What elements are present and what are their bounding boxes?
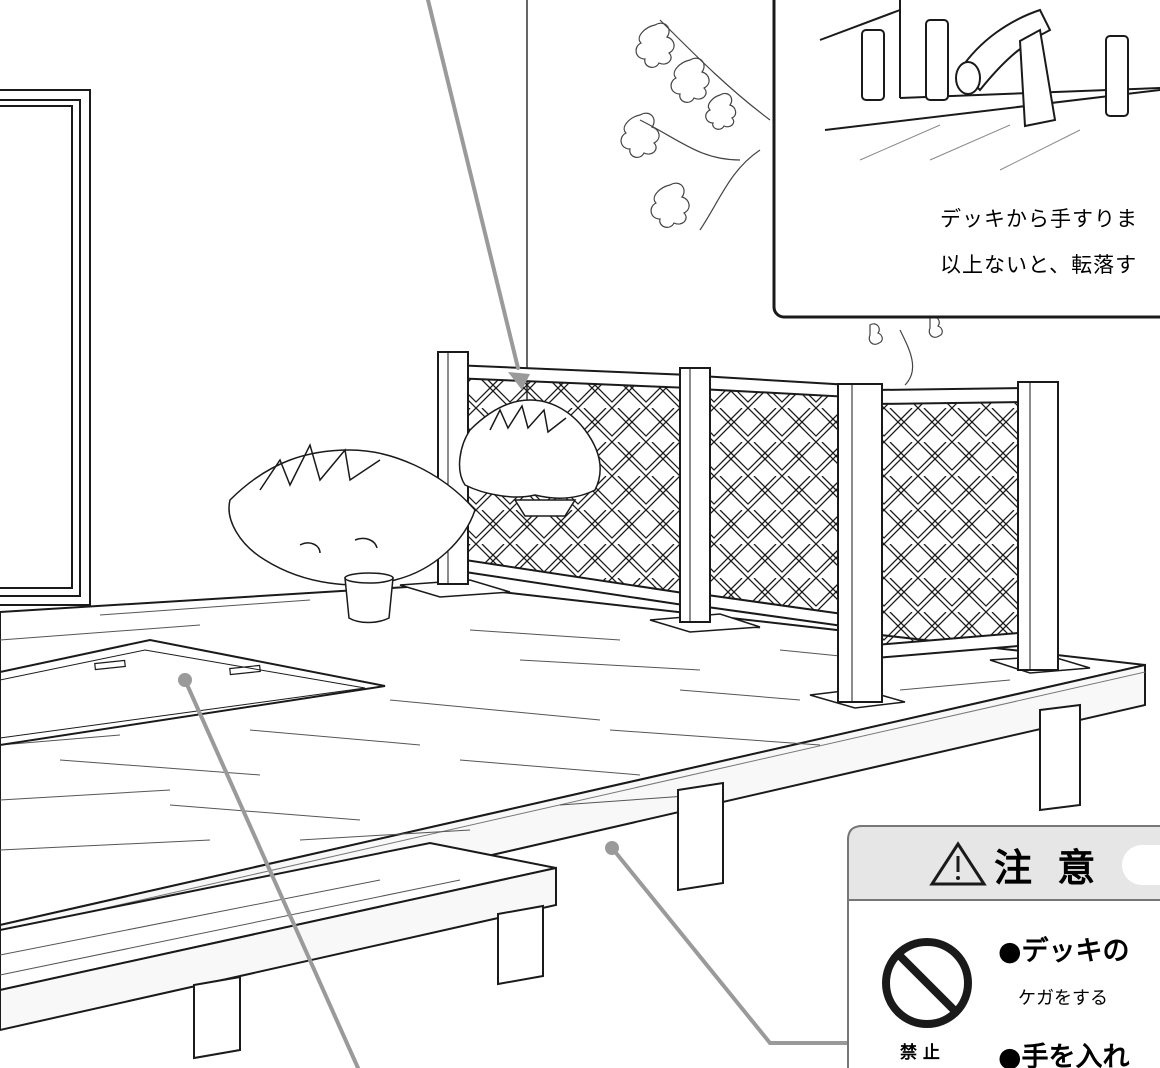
prohibition-icon [882,938,972,1028]
prohibit-label: 禁 止 [900,1042,940,1063]
warning-box-illustration [819,0,1160,171]
window-frame [0,89,91,606]
warning-triangle-icon [929,841,987,886]
background-tree [620,19,943,386]
leader-lines [183,0,852,1068]
deck-board-lines [0,599,1011,851]
warning-line-1: デッキから手すりま [940,207,1138,231]
deck-legs [677,703,1081,892]
leader-dot-deck [605,841,619,855]
leader-dot-hatch [178,673,192,687]
hanging-plant [458,399,601,517]
fence-posts [437,351,1059,703]
warning-line-2: 以上ないと、転落す [940,253,1137,277]
caution-title: 注 意 [994,846,1101,890]
lower-step-deck [0,841,557,1060]
leader-arrowhead [508,372,530,390]
caution-item-1: ●デッキの [998,935,1130,967]
warning-box: デッキから手すりま 以上ないと、転落す [772,0,1160,319]
potted-plant [228,442,476,624]
caution-panel: 注 意 禁 止 ●デッキの ケガをする ●手を入れ [847,825,1160,1068]
caution-item-1-sub: ケガをする [1018,988,1108,1009]
caution-item-2: ●手を入れ [998,1042,1130,1068]
